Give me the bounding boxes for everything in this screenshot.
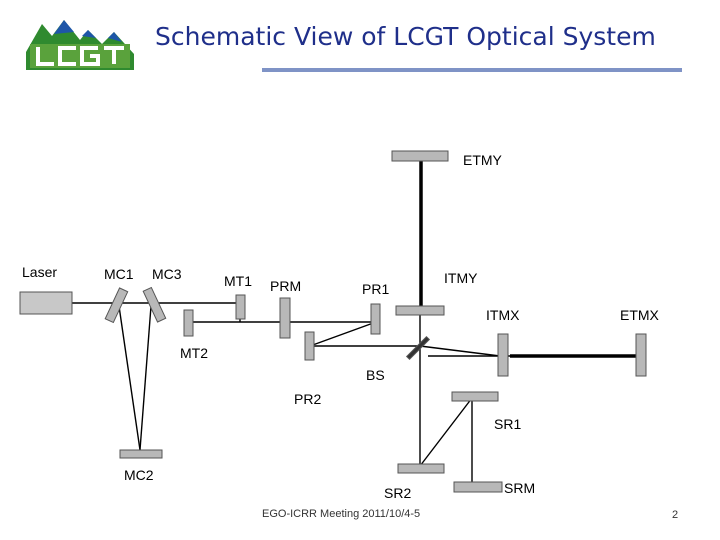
lcgt-logo <box>24 14 136 70</box>
itmy-mirror <box>395 305 445 316</box>
srm-mirror <box>453 481 503 493</box>
label-etmy: ETMY <box>463 152 503 168</box>
bs-mirror <box>405 335 431 361</box>
label-pr1: PR1 <box>362 281 389 297</box>
pr2-mirror <box>304 331 315 361</box>
footer-text: EGO-ICRR Meeting 2011/10/4-5 <box>262 508 421 520</box>
label-mt2: MT2 <box>180 345 208 361</box>
interferometer-arms <box>419 160 640 358</box>
etmx-mirror <box>635 333 647 377</box>
label-laser: Laser <box>22 264 57 280</box>
beam-paths <box>72 302 640 486</box>
mt1-mirror <box>235 294 246 320</box>
label-srm: SRM <box>504 480 535 496</box>
title-underline <box>262 68 682 72</box>
label-sr2: SR2 <box>384 485 411 501</box>
label-pr2: PR2 <box>294 391 321 407</box>
mc1-mirror <box>104 287 129 324</box>
page-number: 2 <box>672 509 679 521</box>
pr1-mirror <box>370 303 381 335</box>
sr1-mirror <box>451 391 499 402</box>
label-sr1: SR1 <box>494 416 521 432</box>
label-itmx: ITMX <box>486 307 520 323</box>
label-mt1: MT1 <box>224 273 252 289</box>
label-mc3: MC3 <box>152 266 182 282</box>
label-prm: PRM <box>270 278 301 294</box>
label-etmx: ETMX <box>620 307 660 323</box>
sr2-mirror <box>397 463 445 474</box>
mc3-mirror <box>142 286 167 323</box>
label-itmy: ITMY <box>444 270 478 286</box>
label-bs: BS <box>366 367 385 383</box>
prm-mirror <box>279 297 291 339</box>
etmy-mirror <box>391 150 449 162</box>
itmx-mirror <box>497 333 509 377</box>
mt2-mirror <box>183 309 194 337</box>
label-mc2: MC2 <box>124 467 154 483</box>
laser-source <box>19 291 73 315</box>
slide-title: Schematic View of LCGT Optical System <box>155 22 656 51</box>
mc2-mirror <box>119 449 163 459</box>
label-mc1: MC1 <box>104 266 134 282</box>
